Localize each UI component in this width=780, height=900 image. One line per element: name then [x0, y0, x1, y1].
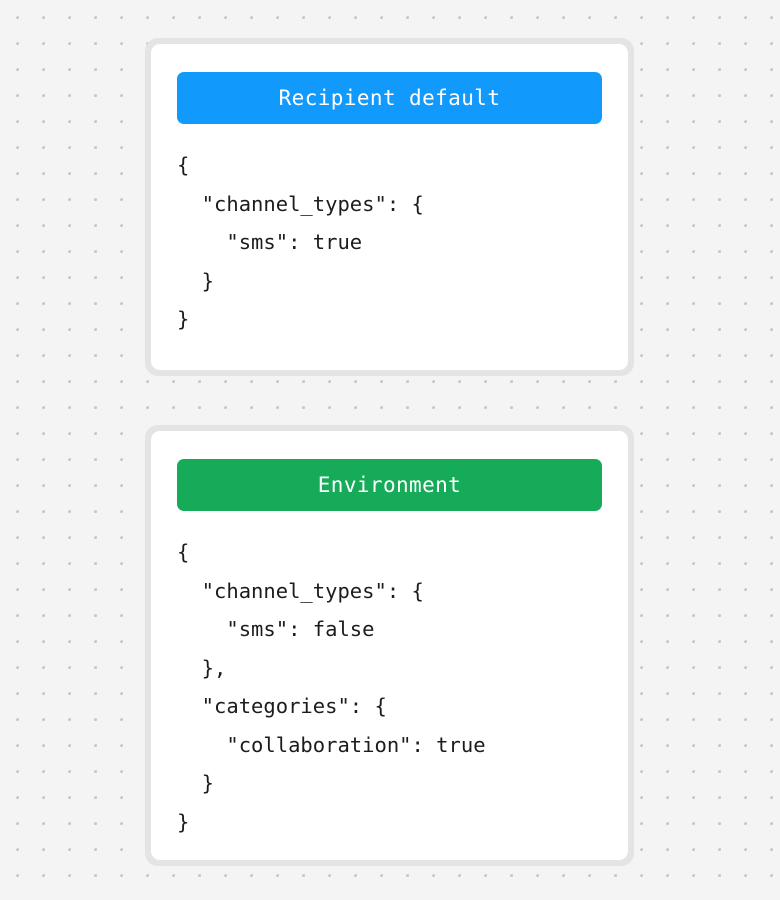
json-body-environment: { "channel_types": { "sms": false }, "ca… [177, 533, 602, 841]
json-line: { [177, 153, 190, 177]
json-line: }, [177, 655, 227, 680]
card-header-label: Recipient default [278, 86, 501, 110]
json-line: "channel_types": { [177, 578, 424, 603]
json-line: } [177, 268, 215, 293]
card-inner-environment: Environment { "channel_types": { "sms": … [151, 431, 628, 860]
json-line: } [177, 771, 215, 795]
card-environment: Environment { "channel_types": { "sms": … [145, 425, 634, 866]
card-header-environment: Environment [177, 459, 602, 511]
card-header-recipient-default: Recipient default [177, 72, 602, 124]
card-recipient-default: Recipient default { "channel_types": { "… [145, 38, 634, 376]
json-body-recipient-default: { "channel_types": { "sms": true }} [177, 146, 602, 339]
json-line: "categories": { [177, 694, 387, 718]
json-line: "channel_types": { [177, 191, 424, 216]
json-line: { [177, 540, 190, 564]
json-line: "collaboration": true [177, 732, 486, 757]
json-line: } [177, 809, 190, 834]
json-line: "sms": false [177, 617, 375, 641]
card-inner-recipient-default: Recipient default { "channel_types": { "… [151, 44, 628, 370]
json-line: "sms": true [177, 230, 363, 254]
json-line: } [177, 307, 190, 331]
card-header-label: Environment [317, 473, 462, 497]
